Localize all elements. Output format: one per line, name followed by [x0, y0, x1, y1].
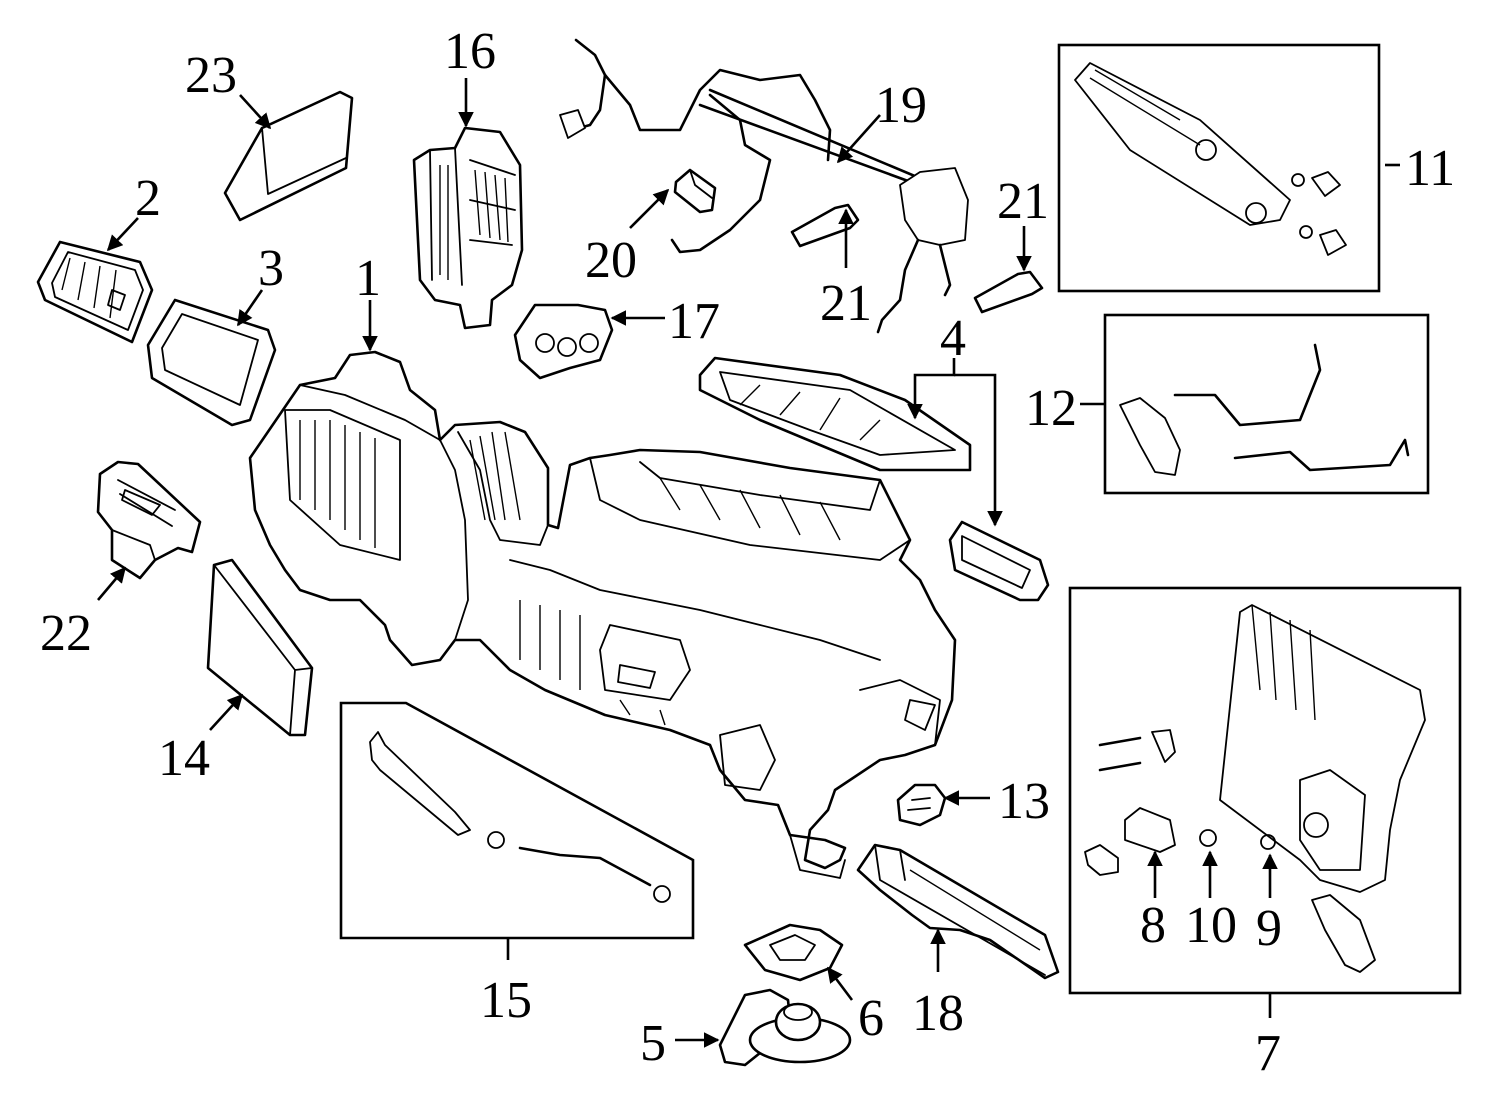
callout-11: 11	[1405, 140, 1455, 197]
part-6-seal	[743, 923, 844, 982]
callout-13: 13	[998, 773, 1050, 830]
part-17-bracket	[513, 303, 614, 380]
callout-4: 4	[940, 310, 966, 367]
part-13-sensor	[896, 783, 947, 827]
part-21-connector-b	[973, 270, 1044, 314]
leaders	[97, 78, 1400, 1048]
box-11	[1057, 43, 1381, 293]
callout-12: 12	[1025, 380, 1077, 437]
callout-17: 17	[668, 293, 720, 350]
callout-1: 1	[355, 250, 381, 307]
box-7	[1068, 586, 1462, 995]
callout-3: 3	[258, 240, 284, 297]
callout-14: 14	[158, 730, 210, 787]
callout-10: 10	[1185, 897, 1237, 954]
part-21-connector-a	[790, 203, 860, 248]
part-19-wiring-harness	[559, 38, 969, 334]
part-20-connector	[673, 168, 717, 214]
callout-2: 2	[135, 170, 161, 227]
box-12	[1103, 313, 1430, 495]
part-14-filter	[206, 558, 314, 737]
part-23-panel	[223, 90, 354, 222]
part-1-hvac-case	[248, 350, 957, 879]
callout-21-a: 21	[820, 275, 872, 332]
part-4-cover-small	[948, 520, 1050, 602]
callout-16: 16	[444, 23, 496, 80]
part-2-vent	[36, 240, 154, 344]
box-15	[339, 701, 695, 940]
callout-labels: 1 2 3 4 5 6 7 8 9 10 11 12 13 14 15 16 1…	[40, 23, 1455, 1082]
part-16-blower-housing	[412, 126, 524, 330]
part-3-gasket	[146, 298, 277, 427]
callout-18: 18	[912, 985, 964, 1042]
part-18-duct	[856, 843, 1060, 980]
callout-6: 6	[858, 990, 884, 1047]
callout-19: 19	[875, 77, 927, 134]
callout-15: 15	[480, 972, 532, 1029]
callout-22: 22	[40, 605, 92, 662]
callout-21-b: 21	[997, 173, 1049, 230]
callout-8: 8	[1140, 897, 1166, 954]
callout-5: 5	[640, 1015, 666, 1072]
callout-20: 20	[585, 232, 637, 289]
part-22-actuator	[96, 460, 202, 580]
callout-23: 23	[185, 47, 237, 104]
part-4-cover-large	[698, 356, 972, 472]
part-5-drain	[718, 988, 852, 1067]
callout-7: 7	[1255, 1025, 1281, 1082]
callout-9: 9	[1256, 900, 1282, 957]
